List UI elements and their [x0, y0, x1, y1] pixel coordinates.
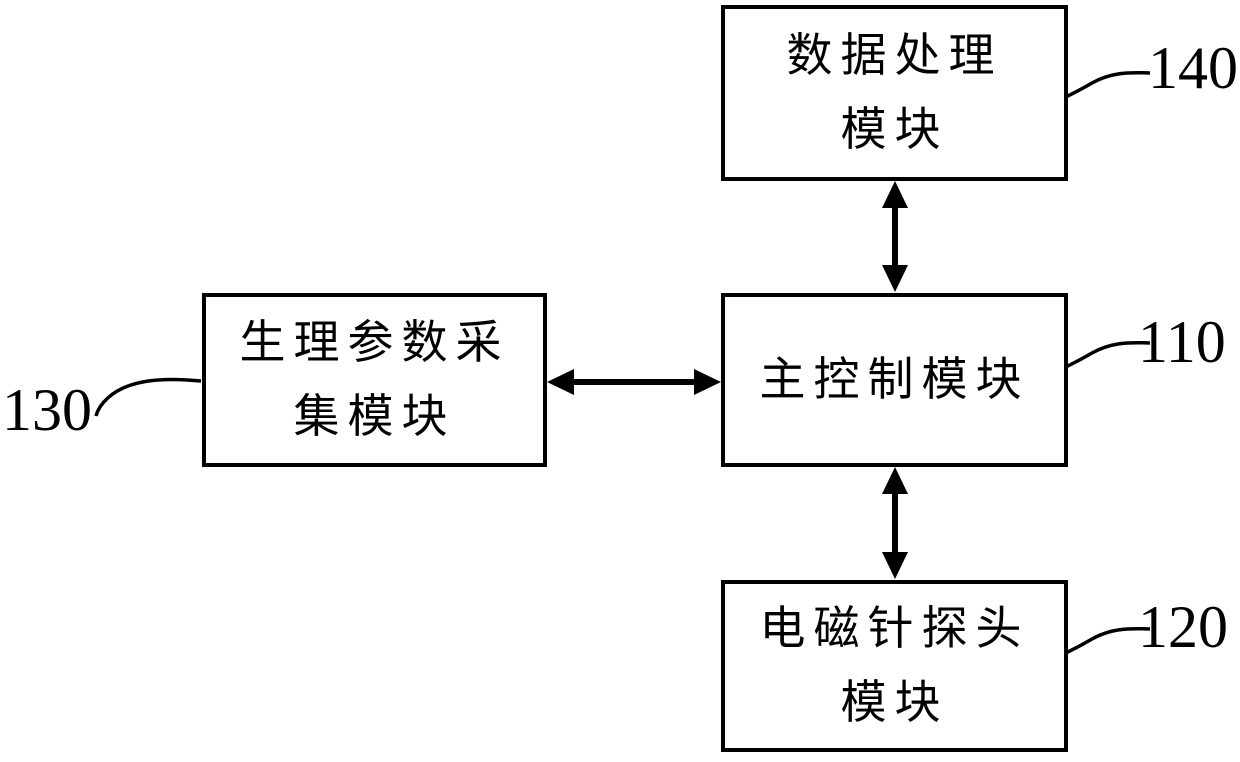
box-em-needle-probe-label: 电磁针探头 模块	[759, 603, 1030, 728]
box-physio-param-collect-module: 生理参数采 集模块	[202, 293, 547, 467]
ref-numeral-120: 120	[1138, 594, 1228, 660]
box-data-processing-label: 数据处理 模块	[786, 30, 1003, 155]
arrow-middle-bottom	[882, 467, 908, 579]
ref-numeral-110: 110	[1138, 309, 1226, 375]
box-em-needle-probe-module: 电磁针探头 模块	[721, 580, 1068, 752]
ref-numeral-130: 130	[2, 377, 92, 443]
leader-line-130	[94, 377, 202, 417]
arrow-left-middle	[547, 369, 721, 395]
box-main-control-label: 主控制模块	[759, 354, 1030, 405]
arrow-top-middle	[882, 181, 908, 292]
box-main-control-module: 主控制模块	[721, 293, 1068, 467]
box-data-processing-module: 数据处理 模块	[721, 5, 1068, 181]
ref-numeral-140: 140	[1148, 35, 1238, 101]
box-physio-param-collect-label: 生理参数采 集模块	[239, 317, 510, 442]
